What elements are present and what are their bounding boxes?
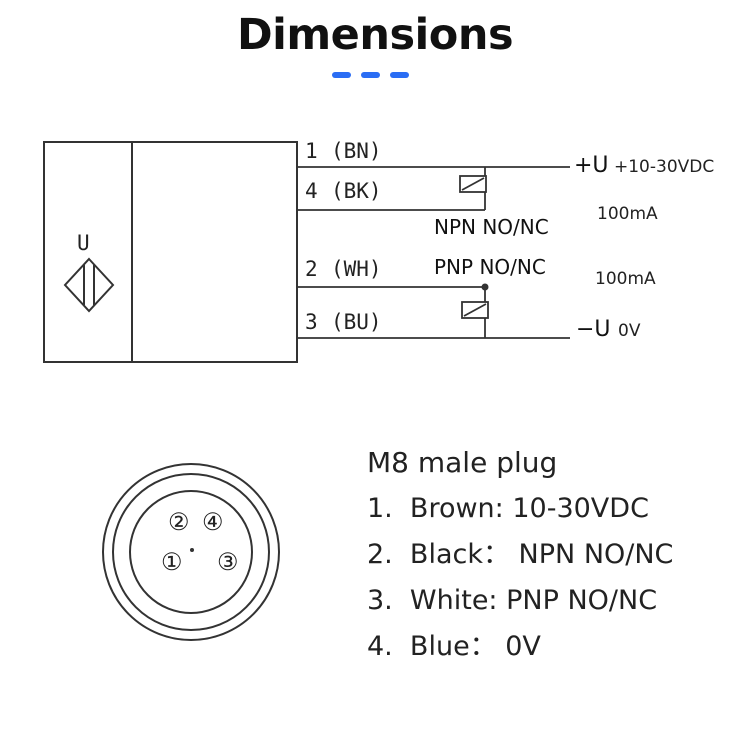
wire-1-number: 1 bbox=[305, 139, 318, 163]
sensor-housing bbox=[43, 141, 298, 363]
m8-plug-face bbox=[102, 463, 280, 641]
wire-2-color: (WH) bbox=[331, 257, 382, 281]
supply-minus-value: 0V bbox=[618, 321, 641, 341]
npn-load-relay-icon bbox=[459, 175, 487, 193]
plug-pin-1: ① bbox=[161, 548, 183, 576]
supply-plus-symbol: +U bbox=[574, 153, 609, 178]
pnp-load-relay-icon bbox=[461, 301, 489, 319]
npn-label: NPN NO/NC bbox=[434, 215, 549, 239]
wire-4-color: (BK) bbox=[331, 179, 382, 203]
title-accent-dash-3 bbox=[390, 72, 409, 78]
title-accent-dash-2 bbox=[361, 72, 380, 78]
pnp-label: PNP NO/NC bbox=[434, 255, 546, 279]
legend-item-3: 3. White: PNP NO/NC bbox=[367, 585, 658, 616]
supply-plus-value: +10-30VDC bbox=[614, 157, 714, 177]
sensor-symbol-letter: U bbox=[77, 231, 90, 255]
wire-1-color: (BN) bbox=[331, 139, 382, 163]
pnp-junction-dot bbox=[481, 283, 489, 291]
pnp-current: 100mA bbox=[595, 269, 656, 289]
legend-item-1: 1. Brown: 10-30VDC bbox=[367, 493, 649, 524]
wire-4-number: 4 bbox=[305, 179, 318, 203]
sensor-diamond-icon bbox=[63, 257, 115, 313]
page-title: Dimensions bbox=[236, 10, 514, 60]
legend-heading: M8 male plug bbox=[367, 446, 558, 479]
pinout-legend: M8 male plug 1. Brown: 10-30VDC 2. Black… bbox=[367, 440, 673, 670]
title-accent-dash-1 bbox=[332, 72, 351, 78]
wire-3-number: 3 bbox=[305, 310, 318, 334]
wire-3-color: (BU) bbox=[331, 310, 382, 334]
legend-item-2: 2. Black： NPN NO/NC bbox=[367, 539, 674, 570]
wire-2-number: 2 bbox=[305, 257, 318, 281]
plug-center-key bbox=[190, 548, 194, 552]
plug-pin-3: ③ bbox=[217, 548, 239, 576]
npn-current: 100mA bbox=[597, 204, 658, 224]
legend-item-4: 4. Blue： 0V bbox=[367, 631, 541, 662]
supply-minus-symbol: −U bbox=[576, 317, 611, 342]
plug-pin-4: ④ bbox=[202, 508, 224, 536]
plug-pin-2: ② bbox=[168, 508, 190, 536]
